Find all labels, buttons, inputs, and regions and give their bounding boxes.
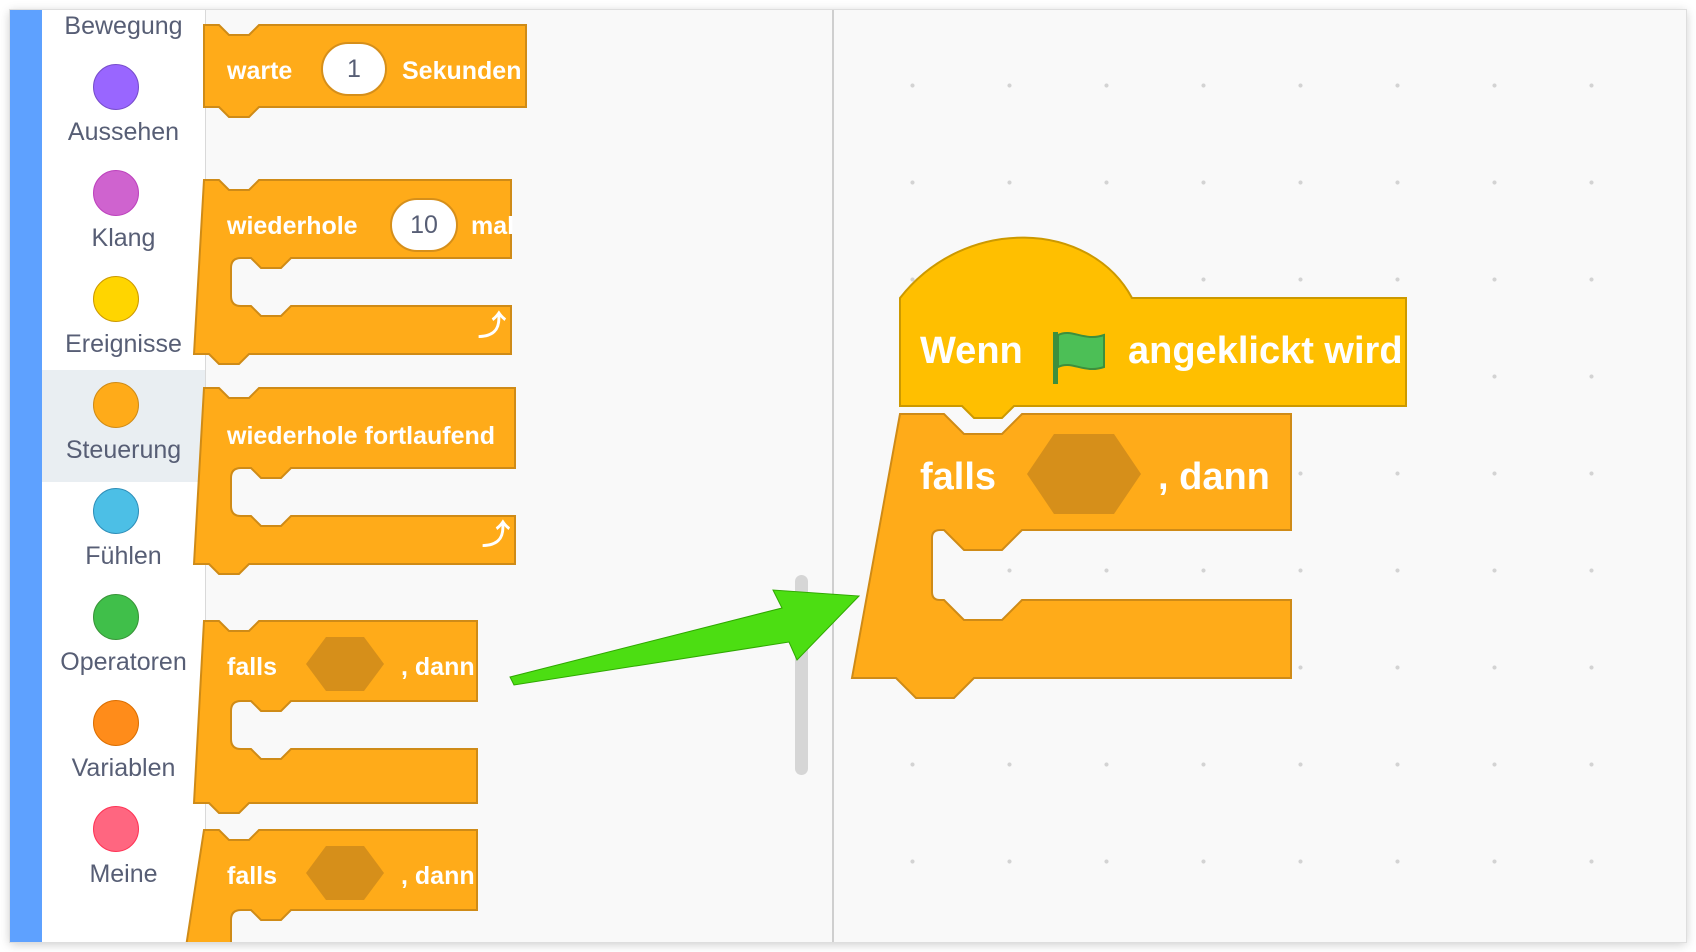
repeat-count-input[interactable]: 10 [390,198,458,252]
wait-label: warte [227,57,293,85]
operators-color-dot [93,594,139,640]
code-workspace[interactable] [834,10,1686,942]
if-label: falls [227,653,278,681]
category-menu: Bewegung Aussehen Klang Ereignisse Steue… [42,10,206,942]
sound-color-dot [93,170,139,216]
scratch-editor: Bewegung Aussehen Klang Ereignisse Steue… [10,10,1686,942]
block-shapes: ⤴ ⤴ [185,24,1407,942]
repeat-block[interactable] [192,179,512,365]
if-then-label: , dann [401,862,475,890]
looks-color-dot [93,64,139,110]
condition-slot[interactable] [306,846,384,900]
category-label: Variablen [71,754,176,782]
hat-when-label: Wenn [920,330,1023,372]
category-events[interactable]: Ereignisse [42,264,205,376]
wait-seconds-input[interactable]: 1 [321,42,387,96]
loop-arrow-icon: ⤴ [478,309,507,342]
if-then-label: , dann [401,653,475,681]
category-control[interactable]: Steuerung [42,370,205,482]
category-operators[interactable]: Operatoren [42,582,205,694]
left-edge-strip [10,10,42,942]
category-label: Operatoren [60,648,187,676]
category-motion[interactable]: Bewegung [42,10,205,58]
wait-unit-label: Sekunden [402,57,522,85]
forever-block[interactable] [192,387,516,575]
variables-color-dot [93,700,139,746]
when-flag-clicked-block[interactable] [899,236,1407,419]
sensing-color-dot [93,488,139,534]
category-label: Bewegung [64,12,183,40]
if-then-label: , dann [1158,456,1270,498]
if-block-workspace[interactable] [850,413,1292,699]
condition-slot[interactable] [1027,434,1141,514]
if-block-palette[interactable] [192,620,478,814]
if-label: falls [920,456,997,498]
category-looks[interactable]: Aussehen [42,52,205,164]
forever-label: wiederhole fortlaufend [227,422,496,450]
control-color-dot [93,382,139,428]
palette-divider [832,10,834,942]
condition-slot[interactable] [306,637,384,691]
category-my-blocks[interactable]: Meine [42,794,205,906]
category-variables[interactable]: Variablen [42,688,205,800]
category-sound[interactable]: Klang [42,158,205,270]
category-sensing[interactable]: Fühlen [42,476,205,588]
hat-clicked-label: angeklickt wird [1128,330,1403,372]
category-label: Fühlen [85,542,162,570]
loop-arrow-icon: ⤴ [482,518,511,551]
my-blocks-color-dot [93,806,139,852]
category-label: Aussehen [67,118,180,146]
category-label: Klang [91,224,156,252]
category-label: Ereignisse [65,330,182,358]
events-color-dot [93,276,139,322]
green-arrow-annotation [509,589,861,686]
if-label: falls [227,862,278,890]
repeat-label: wiederhole [227,212,358,240]
repeat-unit-label: mal [471,212,515,240]
category-label: Steuerung [65,436,182,464]
category-label: Meine [89,860,158,888]
